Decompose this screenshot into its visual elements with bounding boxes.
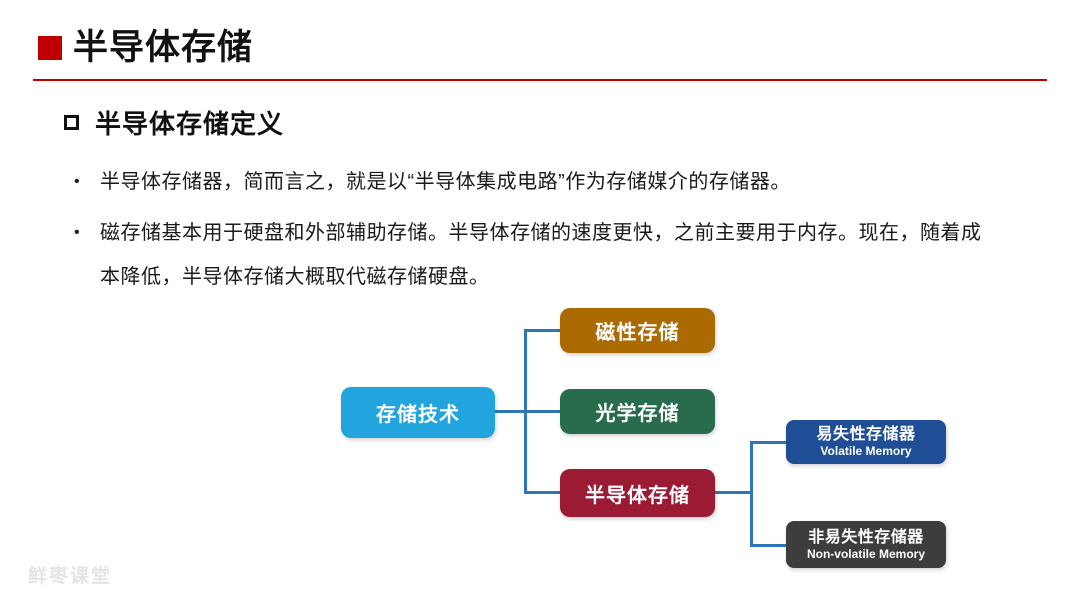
title-divider — [33, 79, 1047, 81]
node-label: 存储技术 — [376, 404, 460, 426]
node-nonvolatile-memory: 非易失性存储器 Non-volatile Memory — [786, 521, 946, 568]
node-volatile-memory: 易失性存储器 Volatile Memory — [786, 420, 946, 464]
connector-line — [750, 544, 786, 547]
bullet-text: 半导体存储器，简而言之，就是以“半导体集成电路”作为存储媒介的存储器。 — [100, 171, 791, 193]
bullet-item: • 半导体存储器，简而言之，就是以“半导体集成电路”作为存储媒介的存储器。 — [72, 160, 990, 204]
node-optical-storage: 光学存储 — [560, 389, 715, 434]
connector-line — [524, 329, 527, 494]
title-square-icon — [38, 36, 62, 60]
bullet-dot-icon: • — [74, 173, 81, 190]
bullet-dot-icon: • — [74, 224, 81, 241]
slide-header: 半导体存储 — [38, 24, 253, 72]
section-square-icon — [64, 115, 79, 130]
node-sublabel: Volatile Memory — [820, 444, 912, 458]
node-label: 光学存储 — [595, 403, 680, 425]
node-label: 易失性存储器 — [816, 426, 916, 443]
connector-line — [715, 491, 753, 494]
connector-line — [750, 441, 753, 547]
page-title: 半导体存储 — [73, 28, 254, 67]
connector-line — [524, 329, 560, 332]
connector-line — [750, 441, 786, 444]
section-heading: 半导体存储定义 — [64, 104, 284, 141]
bullet-item: • 磁存储基本用于硬盘和外部辅助存储。半导体存储的速度更快，之前主要用于内存。现… — [72, 211, 990, 299]
node-magnetic-storage: 磁性存储 — [560, 308, 715, 353]
node-label: 磁性存储 — [595, 322, 680, 344]
bullet-list: • 半导体存储器，简而言之，就是以“半导体集成电路”作为存储媒介的存储器。 • … — [72, 160, 990, 306]
watermark: 鲜枣课堂 — [28, 566, 113, 587]
bullet-text: 磁存储基本用于硬盘和外部辅助存储。半导体存储的速度更快，之前主要用于内存。现在，… — [100, 222, 982, 288]
node-label: 非易失性存储器 — [808, 528, 924, 546]
node-label: 半导体存储 — [585, 484, 690, 507]
node-sublabel: Non-volatile Memory — [806, 546, 926, 561]
node-semiconductor-storage: 半导体存储 — [560, 469, 715, 517]
section-title: 半导体存储定义 — [95, 109, 285, 139]
node-storage-technology: 存储技术 — [341, 387, 495, 438]
connector-line — [495, 410, 560, 413]
connector-line — [524, 491, 560, 494]
